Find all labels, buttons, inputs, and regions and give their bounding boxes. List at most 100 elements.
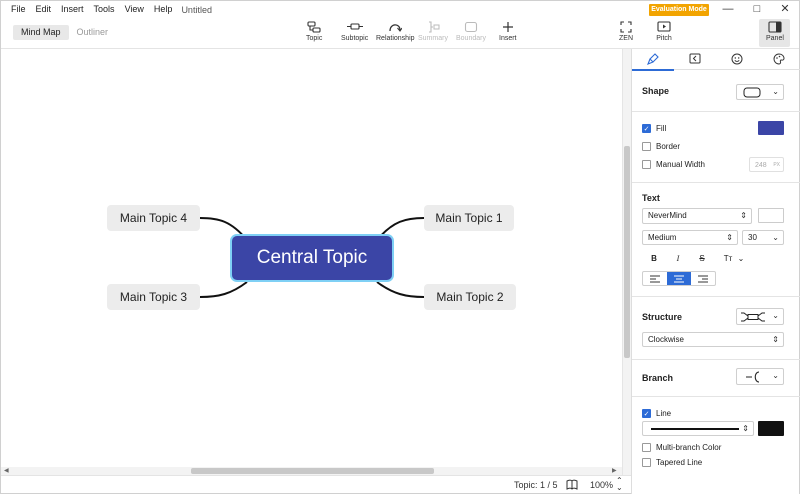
status-bar: Topic: 1 / 5 100% ⌃⌄ [1,475,631,494]
topic-label: Topic [306,35,323,42]
subtopic-icon [346,20,363,34]
main-topic-3[interactable]: Main Topic 3 [107,284,200,310]
branch-style-dropdown[interactable]: ⌄ [736,368,784,385]
line-style-select[interactable]: ⇕ [642,421,754,436]
tab-marker[interactable] [674,49,716,70]
panel-tool: Panel [766,20,784,48]
maximize-icon[interactable]: □ [753,3,761,15]
vertical-scroll-thumb[interactable] [624,146,630,358]
tapered-line-checkbox[interactable] [642,458,651,467]
branch-lines [199,217,425,298]
close-icon[interactable]: ✕ [780,3,790,15]
smiley-icon [731,53,743,67]
scroll-right-icon[interactable]: ▶ [612,468,617,474]
italic-button[interactable]: I [676,253,680,263]
font-family-select[interactable]: NeverMind ⇕ [642,208,752,224]
border-checkbox[interactable] [642,142,651,151]
mind-map-canvas[interactable]: Central Topic Main Topic 1 Main Topic 2 … [1,49,622,475]
main-topic-2[interactable]: Main Topic 2 [424,284,516,310]
pitch-button[interactable]: Pitch [656,20,672,48]
manual-width-checkbox[interactable] [642,160,651,169]
fill-checkbox[interactable]: ✓ [642,124,651,133]
text-case-button[interactable]: Tт [723,253,733,263]
align-right-button[interactable] [691,272,715,285]
chevron-down-icon[interactable]: ⌄ [737,253,745,263]
font-size-select[interactable]: 30 ⌄ [742,230,784,245]
tab-theme[interactable] [758,49,800,70]
boundary-button[interactable]: Boundary [456,20,486,48]
horizontal-scroll-thumb[interactable] [191,468,434,474]
chevron-down-icon: ⌄ [772,87,779,96]
relationship-label: Relationship [376,35,415,42]
zen-label: ZEN [619,35,633,42]
updown-icon: ⇕ [740,211,747,220]
panel-button[interactable]: Panel [759,19,790,47]
rounded-rect-icon [743,87,761,103]
central-topic[interactable]: Central Topic [232,236,392,280]
topic-button[interactable]: Topic [306,20,322,48]
tab-style[interactable] [632,49,674,71]
fullscreen-icon [618,20,634,34]
relationship-icon [387,20,403,34]
document-title: Untitled [181,4,212,15]
menu-tools[interactable]: Tools [93,4,115,14]
main-topic-4[interactable]: Main Topic 4 [107,205,200,231]
strikethrough-button[interactable]: S [699,253,705,263]
line-checkbox[interactable]: ✓ [642,409,651,418]
structure-dropdown[interactable]: ⌄ [736,308,784,325]
branch-curve-icon [745,371,761,388]
chevron-down-icon: ⌄ [772,311,779,320]
menu-view[interactable]: View [124,4,144,14]
menu-help[interactable]: Help [153,4,173,14]
pitch-icon [656,20,672,34]
manual-width-label: Manual Width [656,160,705,169]
shape-dropdown[interactable]: ⌄ [736,84,784,100]
align-left-button[interactable] [643,272,667,285]
toolbar: Mind Map Outliner Topic Subtopic Relatio… [1,18,799,49]
horizontal-scrollbar[interactable]: ◀ ▶ [1,467,622,475]
subtopic-button[interactable]: Subtopic [341,20,368,48]
bold-button[interactable]: B [651,253,657,263]
scroll-left-icon[interactable]: ◀ [4,468,9,474]
multi-branch-checkbox[interactable] [642,443,651,452]
insert-label: Insert [499,35,517,42]
branch-section-title: Branch [642,373,674,383]
insert-button[interactable]: Insert [499,20,517,48]
fill-label: Fill [656,124,667,133]
minimize-icon[interactable]: — [722,3,734,15]
book-icon[interactable] [566,479,578,492]
structure-direction-select[interactable]: Clockwise ⇕ [642,332,784,347]
vertical-scrollbar[interactable] [622,49,631,475]
evaluation-badge[interactable]: Evaluation Mode [649,4,709,16]
border-row: Border [642,142,680,151]
tab-mind-map[interactable]: Mind Map [13,25,69,40]
subtopic-label: Subtopic [341,35,369,42]
zoom-level[interactable]: 100% [590,480,614,490]
multi-branch-row: Multi-branch Color [642,443,721,452]
text-section-title: Text [642,193,660,203]
line-color-swatch[interactable] [758,421,784,436]
summary-button[interactable]: Summary [418,20,448,48]
menu-edit[interactable]: Edit [35,4,52,14]
align-center-icon [674,275,684,282]
menu-file[interactable]: File [11,4,26,14]
manual-width-input[interactable]: 248 PX [749,157,784,172]
line-row: ✓ Line [642,409,671,418]
tab-sticker[interactable] [716,49,758,70]
zen-button[interactable]: ZEN [618,20,634,48]
chevron-down-icon: ⌄ [772,233,779,242]
divider [632,111,800,112]
tab-outliner[interactable]: Outliner [76,27,109,37]
fill-color-swatch[interactable] [758,121,784,135]
font-family-value: NeverMind [648,211,687,220]
font-weight-select[interactable]: Medium ⇕ [642,230,738,245]
relationship-button[interactable]: Relationship [376,20,415,48]
chevron-down-icon: ⌄ [772,371,779,380]
align-center-button[interactable] [667,272,691,285]
text-color-swatch[interactable] [758,208,784,223]
boundary-label: Boundary [456,35,486,42]
shape-section-title: Shape [642,86,670,96]
zoom-stepper-icon[interactable]: ⌃⌄ [616,476,623,492]
menu-insert[interactable]: Insert [61,4,84,14]
main-topic-1[interactable]: Main Topic 1 [424,205,514,231]
